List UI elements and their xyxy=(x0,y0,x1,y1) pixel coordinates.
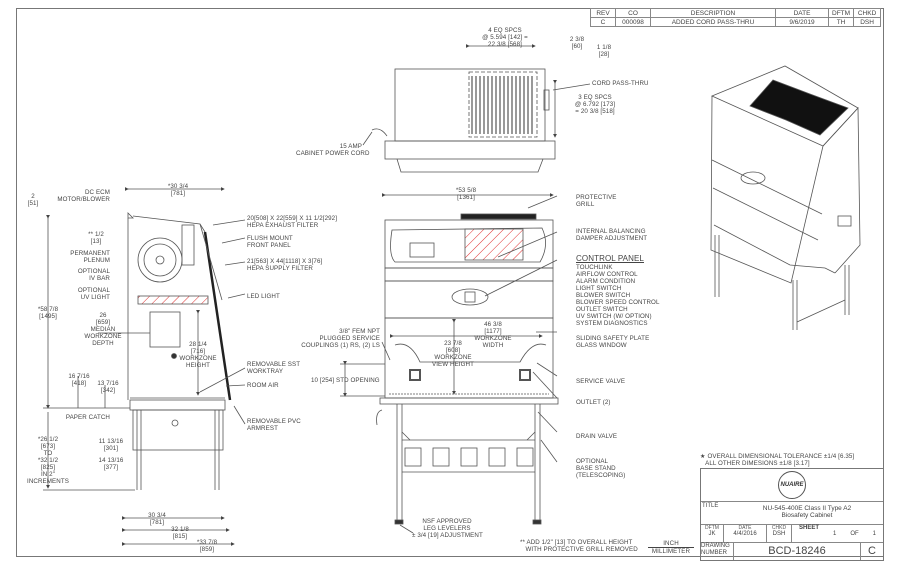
control-panel-item: TOUCHLINK xyxy=(576,264,613,271)
workzone-depth: 26 [659] MEDIAN WORKZONE DEPTH xyxy=(84,312,122,347)
front-overall-width: *53 5/8 [1361] xyxy=(455,187,477,201)
drawing-title: NU-545-400E Class II Type A2 Biosafety C… xyxy=(762,505,852,519)
control-panel-item: UV SWITCH (W/ OPTION) xyxy=(576,313,652,320)
side-dim-14: 14 13/16 [377] xyxy=(98,457,124,471)
units-millimeter: MILLIMETER xyxy=(651,548,691,555)
side-overall-depth: *30 3/4 [781] xyxy=(167,183,189,197)
top-dim-offset: 2 3/8 [60] xyxy=(569,36,585,50)
title-block: NUAIRE TITLE NU-545-400E Class II Type A… xyxy=(700,468,884,561)
drawing-number-label: DRAWING NUMBER xyxy=(701,543,730,556)
sheet-label: SHEET xyxy=(798,525,819,531)
armrest-callout: REMOVABLE PVC ARMREST xyxy=(247,418,301,432)
supply-filter-callout: 21[563] X 44[1118] X 3[76] HEPA SUPPLY F… xyxy=(247,258,323,272)
control-panel-item: LIGHT SWITCH xyxy=(576,285,622,292)
of-value: 1 xyxy=(872,530,876,537)
side-dim-half: ** 1/2 [13] xyxy=(88,231,104,245)
workzone-view-height: 23 7/8 [608] WORKZONE VIEW HEIGHT xyxy=(431,340,474,368)
leg-levelers-callout: NSF APPROVED LEG LEVELERS ± 3/4 [19] ADJ… xyxy=(412,518,483,539)
std-opening-dim: 10 [254] STD OPENING xyxy=(311,377,380,384)
exhaust-filter-callout: 20[508] X 22[559] X 11 1/2[292] HEPA EXH… xyxy=(247,215,338,229)
damper-callout: INTERNAL BALANCING DAMPER ADJUSTMENT xyxy=(576,228,648,242)
worktray-callout: REMOVABLE SST WORKTRAY xyxy=(247,361,301,375)
paper-catch-callout: PAPER CATCH xyxy=(65,414,110,421)
title-label: TITLE xyxy=(702,503,719,509)
room-air-callout: ROOM AIR xyxy=(247,382,279,389)
stand-height-range: *26 1/2 [673] TO *32 1/2 [825] IN 2" INC… xyxy=(27,436,69,485)
sheet-cell: SHEET 1 OF 1 xyxy=(791,525,883,542)
chkd-cell: DSH xyxy=(853,17,882,27)
motor-blower-callout: DC ECM MOTOR/BLOWER xyxy=(57,189,110,203)
date-label: DATE xyxy=(738,525,752,531)
chkd-value: DSH xyxy=(772,531,786,537)
front-panel-callout: FLUSH MOUNT FRONT PANEL xyxy=(247,235,293,249)
revision-letter: C xyxy=(860,543,883,560)
front-view xyxy=(340,193,559,534)
of-label: OF xyxy=(850,530,859,537)
dftm-cell: TH xyxy=(827,17,855,27)
cord-passthru-callout: CORD PASS-THRU xyxy=(592,80,649,87)
tolerance-note: ★ OVERALL DIMENSIONAL TOLERANCE ±1/4 [6.… xyxy=(700,453,855,467)
sheet-value: 1 xyxy=(832,530,837,537)
power-cord-callout: 15 AMP CABINET POWER CORD xyxy=(296,143,370,157)
led-light-callout: LED LIGHT xyxy=(247,293,280,300)
sash-callout: SLIDING SAFETY PLATE GLASS WINDOW xyxy=(576,335,650,349)
side-dim-33: *33 7/8 [859] xyxy=(196,539,218,553)
control-panel-item: BLOWER SPEED CONTROL xyxy=(576,299,660,306)
title-row: TITLE NU-545-400E Class II Type A2 Biosa… xyxy=(701,501,883,524)
side-dim-16: 16 7/16 [418] xyxy=(68,373,90,387)
side-dim-11: 11 13/16 [301] xyxy=(98,438,124,452)
logo-row: NUAIRE xyxy=(701,469,883,501)
top-dim-horizontal-spacing: 4 EQ SPCS @ 5.594 [142] = 22 3/8 [568] xyxy=(482,27,528,48)
side-dim-13: 13 7/16 [342] xyxy=(97,380,119,394)
date-value: 4/4/2016 xyxy=(733,531,757,537)
control-panel-item: ALARM CONDITION xyxy=(576,278,636,285)
dftm-cell: DFTM JK xyxy=(701,525,723,542)
iv-bar-callout: OPTIONAL IV BAR xyxy=(77,268,110,282)
drain-valve-callout: DRAIN VALVE xyxy=(576,433,618,440)
side-dim-30: 30 3/4 [781] xyxy=(148,512,166,526)
chkd-cell: CHKD DSH xyxy=(766,525,791,542)
dftm-label: DFTM xyxy=(705,525,719,531)
control-panel-item: OUTLET SWITCH xyxy=(576,306,628,313)
service-couplings-callout: 3/8" FEM NPT PLUGGED SERVICE COUPLINGS (… xyxy=(301,328,380,349)
top-dim-top: 1 1/8 [28] xyxy=(596,44,612,58)
control-panel-item: AIRFLOW CONTROL xyxy=(576,271,638,278)
side-view xyxy=(43,187,246,546)
side-dim-2: 2 [51] xyxy=(27,193,39,207)
side-overall-height: *58 7/8 [1495] xyxy=(37,306,59,320)
service-valve-callout: SERVICE VALVE xyxy=(576,378,626,385)
chkd-label: CHKD xyxy=(771,525,787,531)
control-panel-title: CONTROL PANEL xyxy=(576,254,644,263)
plenum-callout: PERMANENT PLENUM xyxy=(70,250,110,264)
drawing-number: BCD-18246 xyxy=(733,543,860,560)
outlet-callout: OUTLET (2) xyxy=(576,399,611,406)
units-inch: INCH xyxy=(648,540,694,548)
top-view xyxy=(362,44,591,173)
nuaire-logo: NUAIRE xyxy=(778,471,806,499)
top-dim-vertical-spacing: 3 EQ SPCS @ 6.792 [173] = 20 3/8 [518] xyxy=(574,94,616,115)
revision-row: C 000098 ADDED CORD PASS-THRU 9/6/2019 T… xyxy=(590,17,882,27)
dftm-value: JK xyxy=(708,531,716,537)
date-cell: DATE 4/4/2016 xyxy=(723,525,766,542)
control-panel-item: SYSTEM DIAGNOSTICS xyxy=(576,320,648,327)
revision-block: REV CO DESCRIPTION DATE DFTM CHKD C 0000… xyxy=(590,8,882,27)
drawing-number-row: DRAWING NUMBER BCD-18246 C xyxy=(701,542,883,560)
drawing-border xyxy=(16,8,884,557)
grill-height-note: ** ADD 1/2" [13] TO OVERALL HEIGHT WITH … xyxy=(520,539,638,553)
isometric-view xyxy=(710,65,861,330)
side-dim-32: 32 1/8 [815] xyxy=(171,526,189,540)
control-panel-list: TOUCHLINK AIRFLOW CONTROL ALARM CONDITIO… xyxy=(576,264,659,327)
protective-grill-callout: PROTECTIVE GRILL xyxy=(576,194,617,208)
uv-light-callout: OPTIONAL UV LIGHT xyxy=(77,287,110,301)
workzone-width: 46 3/8 [1177] WORKZONE WIDTH xyxy=(474,321,512,349)
control-panel-item: BLOWER SWITCH xyxy=(576,292,631,299)
workzone-height: 28 1/4 [716] WORKZONE HEIGHT xyxy=(179,341,217,369)
info-row: DFTM JK DATE 4/4/2016 CHKD DSH SHEET 1 O… xyxy=(701,524,883,542)
base-stand-callout: OPTIONAL BASE STAND (TELESCOPING) xyxy=(576,458,626,479)
